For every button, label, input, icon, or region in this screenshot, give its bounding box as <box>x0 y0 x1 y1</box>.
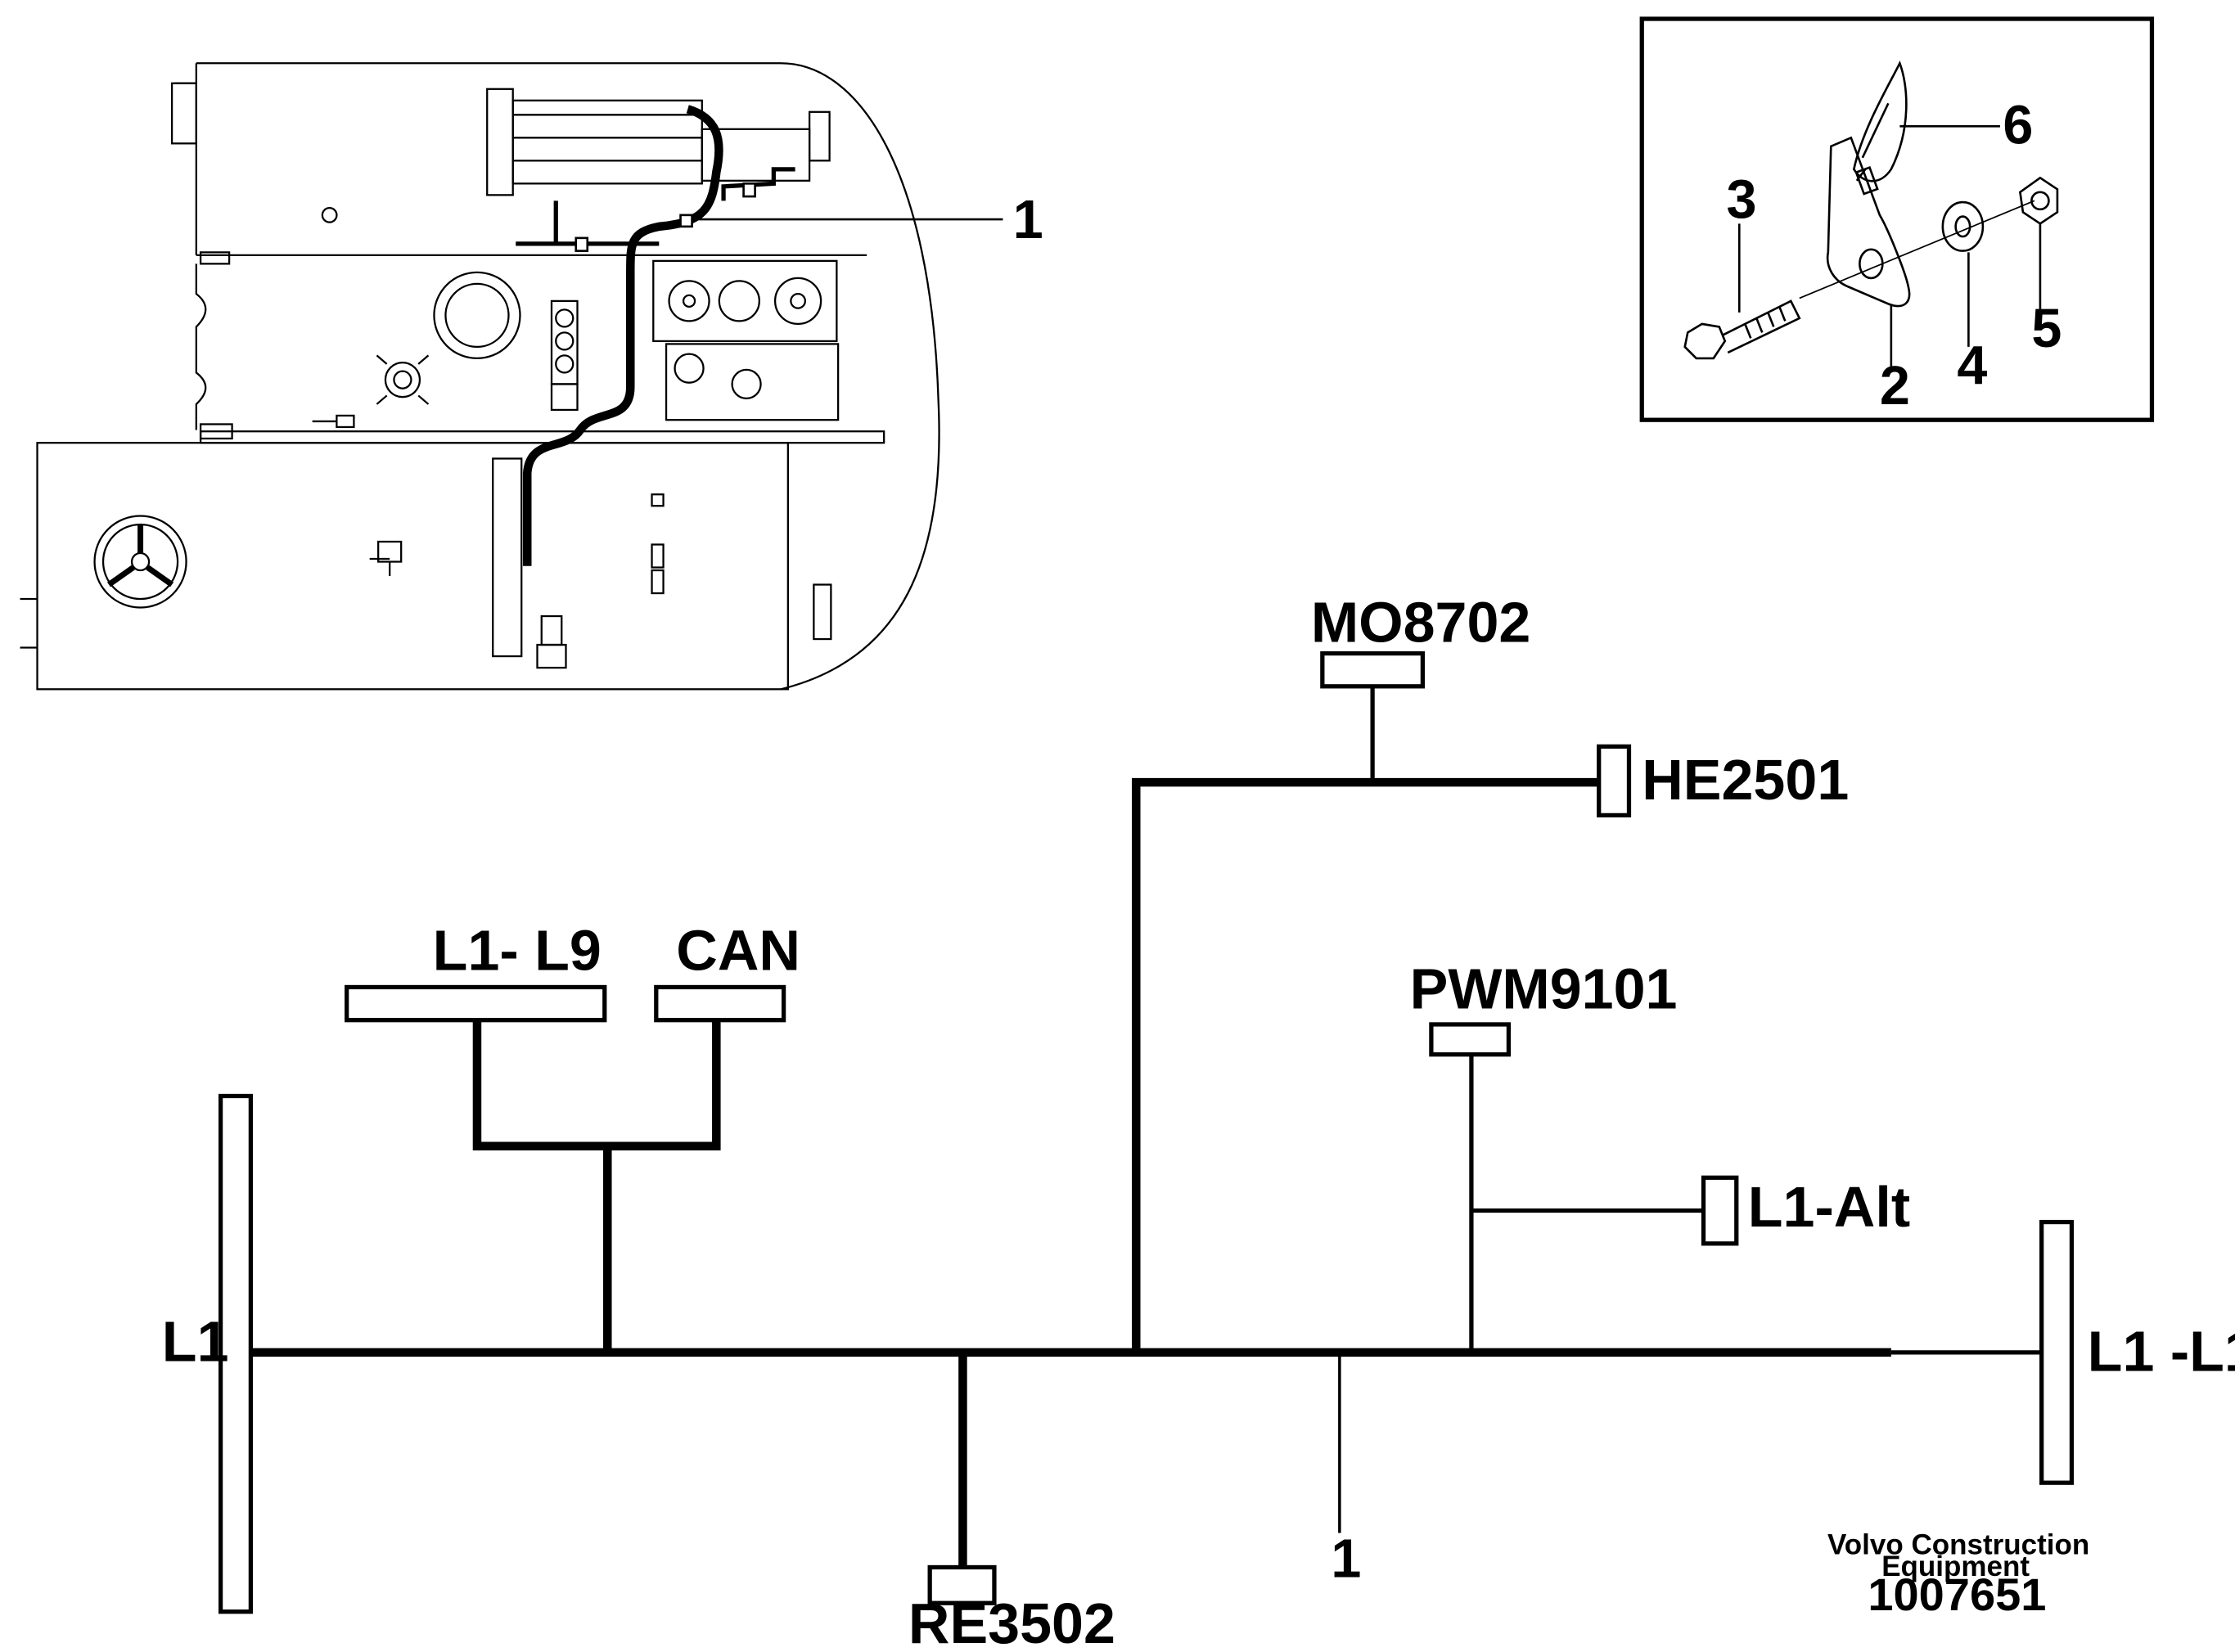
detail-callout-cable-tie: 6 <box>2003 95 2033 155</box>
nut-icon <box>2018 176 2059 225</box>
washer-icon <box>1941 200 1985 252</box>
connector-he2501-body <box>1597 744 1632 817</box>
harness-callout-1: 1 <box>1331 1529 1361 1590</box>
connector-label-pwm9101: PWM9101 <box>1410 957 1678 1021</box>
detail-callout-bolt: 3 <box>1727 169 1757 230</box>
connector-label-he2501: HE2501 <box>1642 748 1849 812</box>
maker-line-2: Equipment <box>1881 1551 2030 1582</box>
connector-l1-l9-body <box>345 984 607 1023</box>
machine-overview <box>20 62 940 691</box>
detail-hardware <box>1683 61 2059 367</box>
overview-callout-1: 1 <box>1013 190 1043 250</box>
harness-trunk-lines <box>252 687 2042 1568</box>
cable-tie-icon <box>1852 61 1908 182</box>
detail-callout-washer: 4 <box>1957 335 1987 396</box>
connector-mo8702-body <box>1320 650 1426 689</box>
connector-label-mo8702: MO8702 <box>1311 591 1531 655</box>
connector-l1-body <box>218 1093 253 1614</box>
connector-label-l1-alt: L1-Alt <box>1748 1175 1910 1239</box>
connector-label-l1: L1 <box>162 1309 229 1373</box>
detail-callout-bracket: 2 <box>1880 356 1910 416</box>
connector-label-re3502: RE3502 <box>908 1591 1115 1652</box>
overview-harness-route <box>522 105 723 566</box>
connector-l1-l11a-body <box>2039 1219 2075 1485</box>
detail-inset-frame <box>1639 16 2155 422</box>
harness-connectors <box>218 650 2075 1614</box>
connector-re3502-body <box>927 1564 997 1605</box>
connector-l1-alt-body <box>1701 1175 1739 1246</box>
connector-label-l1-l11a: L1 -L11A <box>2088 1320 2235 1384</box>
connector-pwm9101-body <box>1429 1022 1512 1057</box>
document-number: 1007651 <box>1868 1569 2046 1620</box>
connector-label-can: CAN <box>676 918 800 982</box>
bolt-icon <box>1683 299 1801 360</box>
connector-label-l1-l9: L1- L9 <box>433 918 602 982</box>
maker-line-1: Volvo Construction <box>1827 1529 2089 1561</box>
detail-callout-nut: 5 <box>2031 299 2062 359</box>
overview-harness-clips <box>575 182 756 252</box>
connector-can-body <box>654 984 786 1023</box>
